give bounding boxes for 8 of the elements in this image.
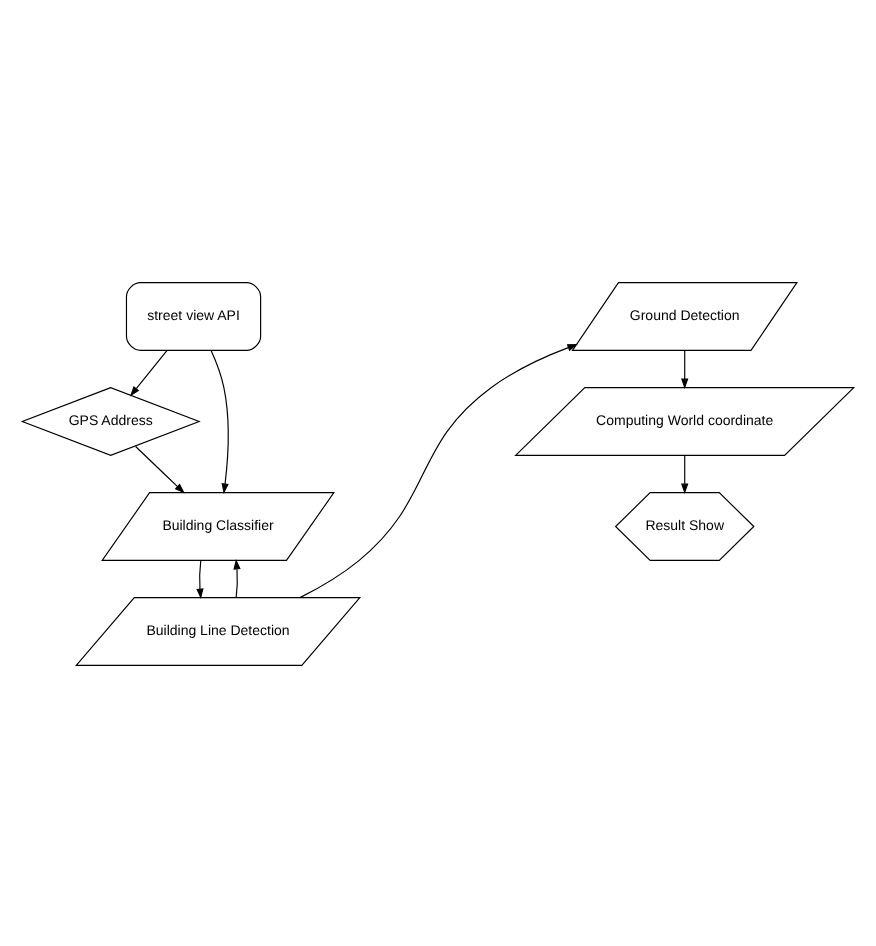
arrow (681, 454, 689, 494)
arrow (299, 343, 578, 598)
arrow (135, 444, 185, 493)
arrow (196, 559, 204, 599)
arrow (210, 349, 229, 493)
arrow (129, 349, 168, 396)
arrow (681, 349, 689, 389)
arrow (233, 557, 241, 597)
